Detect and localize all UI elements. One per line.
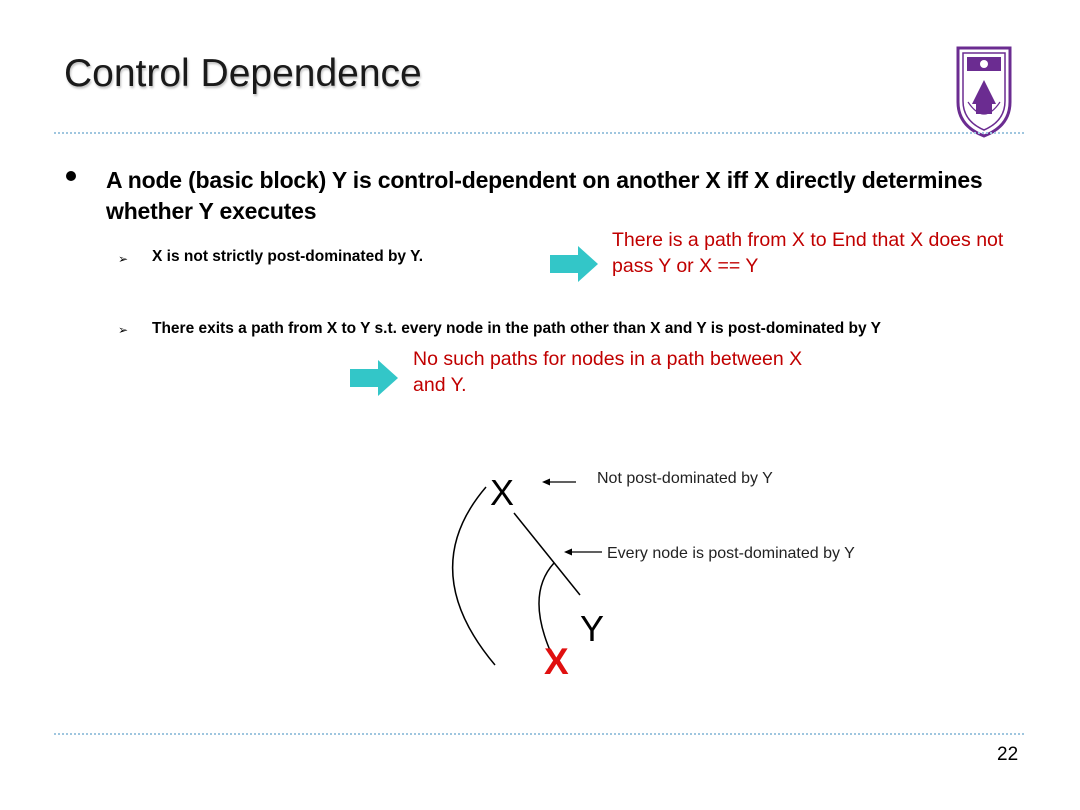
cross-mark-icon: X — [544, 641, 569, 682]
sub-bullet-marker: ➢ — [118, 252, 129, 266]
bottom-divider — [54, 733, 1024, 735]
path-line-x-to-y — [513, 512, 581, 596]
label-every-node-post-dominated: Every node is post-dominated by Y — [607, 545, 855, 562]
note-no-such-paths: No such paths for nodes in a path betwee… — [413, 348, 803, 396]
right-arrow-icon — [350, 360, 398, 396]
path-curve-inner — [538, 562, 555, 656]
sub-bullet-2-text: There exits a path from X to Y s.t. ever… — [152, 320, 881, 337]
node-y-label: Y — [580, 608, 604, 649]
sub-bullet-marker: ➢ — [118, 323, 129, 337]
control-dependence-diagram: X Y X Not post-dominated by Y Every node… — [451, 470, 855, 682]
university-crest-icon — [956, 46, 1012, 138]
top-divider — [54, 132, 1024, 134]
path-curve-outer — [451, 486, 496, 666]
note-path-to-end: There is a path from X to End that X doe… — [612, 229, 1004, 277]
arrowhead-top-icon — [542, 478, 550, 486]
right-arrow-icon — [550, 246, 598, 282]
main-bullet-text: A node (basic block) Y is control-depend… — [106, 167, 983, 224]
slide-title: Control Dependence — [64, 52, 422, 95]
bullet-dot — [66, 171, 76, 181]
arrowhead-mid-icon — [564, 548, 572, 556]
page-number: 22 — [997, 744, 1019, 765]
sub-bullet-1-text: X is not strictly post-dominated by Y. — [152, 248, 424, 265]
label-not-post-dominated: Not post-dominated by Y — [597, 470, 773, 487]
node-x-label: X — [490, 472, 514, 513]
